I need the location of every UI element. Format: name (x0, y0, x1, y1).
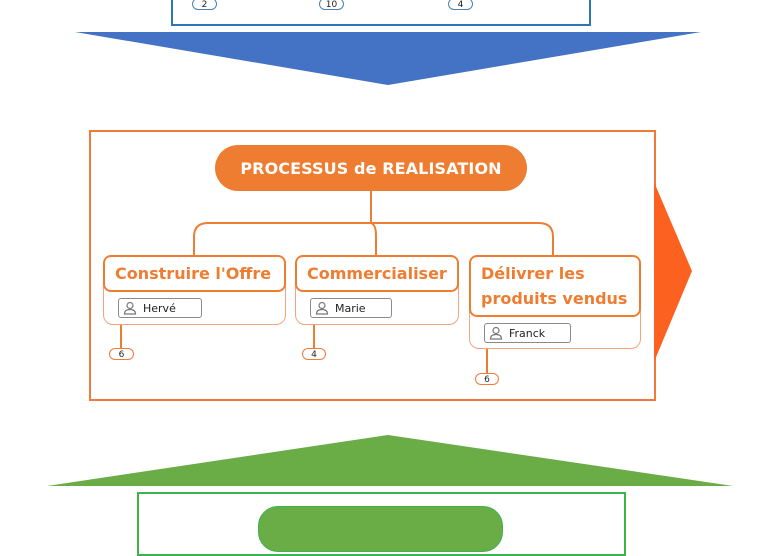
subtopic-label-line: produits vendus (481, 289, 628, 308)
person-icon (315, 301, 329, 315)
branch-connector-left (193, 222, 371, 256)
top-process-frame (171, 0, 591, 26)
task-count-badge: 4 (302, 348, 326, 360)
person-icon (123, 301, 137, 315)
bottom-root-topic[interactable] (258, 506, 503, 552)
subtopic-construire-offre[interactable]: Construire l'Offre Hervé (103, 255, 286, 325)
up-arrow-shape (47, 435, 733, 486)
resource-name: Franck (509, 326, 546, 340)
resource-name: Hervé (143, 301, 176, 315)
task-count-badge: 6 (475, 373, 499, 385)
subtopic-title-box: Commercialiser (295, 255, 459, 292)
subtopic-delivrer-produits[interactable]: Délivrer les produits vendus Franck (469, 255, 641, 349)
person-icon (489, 326, 503, 340)
subtopic-title-box: Délivrer les produits vendus (469, 255, 641, 317)
down-arrow-shape (75, 32, 701, 85)
up-arrow-icon (47, 435, 733, 486)
subtopic-commercialiser[interactable]: Commercialiser Marie (295, 255, 459, 325)
right-arrow-icon (654, 182, 692, 362)
resource-tag[interactable]: Hervé (118, 298, 202, 318)
right-arrow-shape (654, 182, 692, 362)
subtopic-label-line: Délivrer les (481, 264, 585, 283)
subtopic-title-box: Construire l'Offre (103, 255, 286, 292)
subtopic-label: Commercialiser (307, 264, 447, 283)
task-count-badge: 6 (109, 348, 134, 360)
root-topic[interactable]: PROCESSUS de REALISATION (215, 145, 527, 191)
resource-tag[interactable]: Marie (310, 298, 392, 318)
branch-connector-right (371, 222, 554, 256)
subtopic-label: Construire l'Offre (115, 264, 272, 283)
mindmap-connectors (120, 191, 554, 373)
root-topic-label: PROCESSUS de REALISATION (240, 158, 502, 178)
count-badge: 4 (448, 0, 473, 10)
resource-name: Marie (335, 301, 366, 315)
count-badge: 10 (319, 0, 344, 10)
count-badge: 2 (192, 0, 217, 10)
resource-tag[interactable]: Franck (484, 323, 571, 343)
down-arrow-icon (75, 32, 701, 85)
